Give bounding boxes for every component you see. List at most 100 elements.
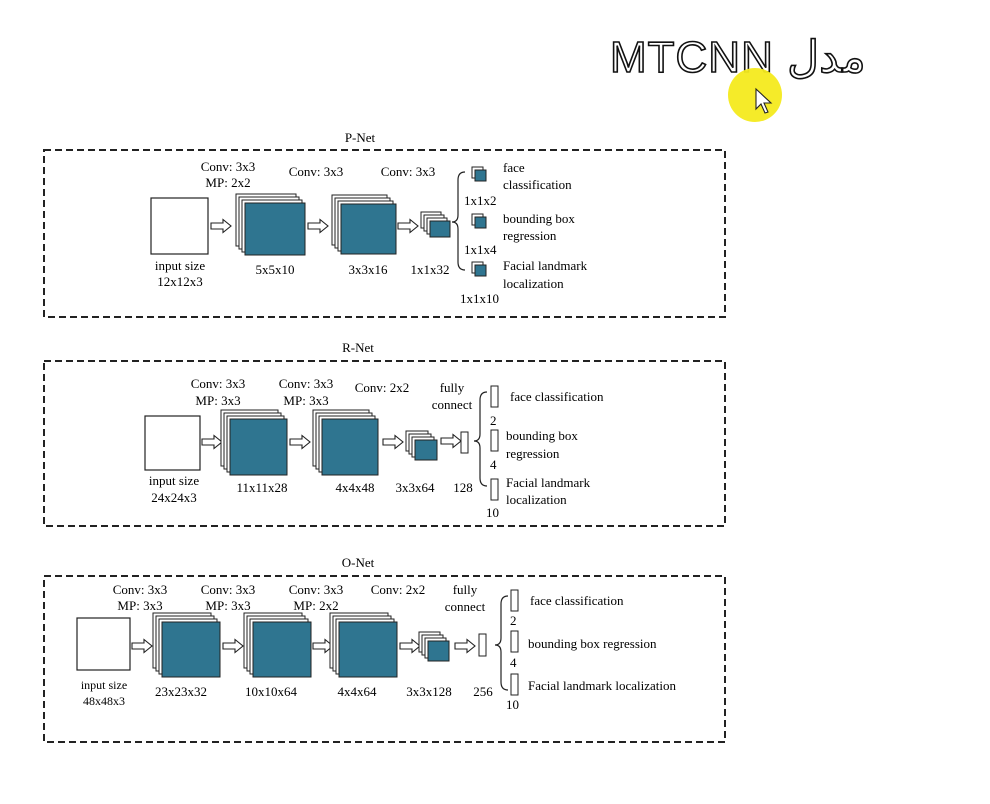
onet-border (43, 575, 726, 743)
onet-tensor-3 (329, 612, 398, 678)
pnet-op-3: Conv: 3x3 (381, 164, 436, 179)
pnet-output-cube-2 (471, 213, 487, 229)
onet-tensor-2 (243, 612, 312, 678)
pnet-op-2: Conv: 3x3 (289, 164, 344, 179)
rnet-op-4-line-1: fully (440, 380, 465, 395)
pnet-input-label: input size (155, 258, 205, 273)
rnet-fc-vector (460, 431, 469, 454)
rnet-tensor-3 (405, 430, 438, 461)
rnet-op-2-line-1: Conv: 3x3 (279, 376, 334, 391)
rnet-input-label: input size (149, 473, 199, 488)
rnet-arrow-2 (289, 434, 311, 450)
onet-panel: O-Net input size 48x48x3 Conv: 3x3 MP: 3… (43, 555, 726, 743)
pnet-output-2-line-2: regression (503, 228, 557, 243)
rnet-tensor-1 (220, 409, 288, 476)
onet-op-1-line-1: Conv: 3x3 (113, 582, 168, 597)
pnet-op-1-line-2: MP: 2x2 (205, 175, 250, 190)
pnet-output-3-dim: 1x1x10 (460, 291, 499, 306)
onet-op-3-line-1: Conv: 3x3 (289, 582, 344, 597)
pnet-output-1-dim: 1x1x2 (464, 193, 497, 208)
pnet-op-1-line-1: Conv: 3x3 (201, 159, 256, 174)
onet-arrow-1 (131, 638, 153, 654)
pnet-title: P-Net (345, 130, 376, 145)
onet-size-2: 10x10x64 (245, 684, 298, 699)
rnet-output-vector-2 (490, 429, 499, 452)
rnet-output-3-line-1: Facial landmark (506, 475, 591, 490)
rnet-op-3: Conv: 2x2 (355, 380, 410, 395)
rnet-output-2-line-2: regression (506, 446, 560, 461)
onet-op-2-line-2: MP: 3x3 (205, 598, 250, 613)
onet-op-4: Conv: 2x2 (371, 582, 426, 597)
onet-op-1-line-2: MP: 3x3 (117, 598, 162, 613)
rnet-tensor-2 (312, 409, 379, 476)
rnet-title: R-Net (342, 340, 374, 355)
rnet-output-3-dim: 10 (486, 505, 499, 520)
pnet-output-3-line-2: localization (503, 276, 564, 291)
rnet-border (43, 360, 726, 527)
pnet-brace (451, 171, 466, 271)
pnet-output-cube-3 (471, 261, 487, 277)
onet-output-2-dim: 4 (510, 655, 517, 670)
rnet-arrow-3 (382, 434, 404, 450)
onet-arrow-2 (222, 638, 244, 654)
onet-input-box (76, 617, 131, 671)
onet-size-1: 23x23x32 (155, 684, 207, 699)
onet-op-5-line-2: connect (445, 599, 486, 614)
onet-input-size: 48x48x3 (83, 694, 125, 708)
onet-output-2-label: bounding box regression (528, 636, 657, 651)
onet-tensor-4 (418, 631, 450, 662)
rnet-output-1-dim: 2 (490, 413, 497, 428)
pnet-size-3: 1x1x32 (411, 262, 450, 277)
pnet-tensor-2 (331, 194, 397, 255)
onet-fc-vector (478, 633, 487, 657)
rnet-output-1-label: face classification (510, 389, 604, 404)
pnet-size-2: 3x3x16 (349, 262, 389, 277)
onet-output-vector-2 (510, 630, 519, 653)
rnet-output-vector-3 (490, 478, 499, 501)
rnet-output-2-line-1: bounding box (506, 428, 578, 443)
rnet-brace (473, 391, 488, 487)
rnet-input-box (144, 415, 201, 471)
pnet-arrow-1 (210, 218, 232, 234)
mouse-pointer-icon (755, 87, 773, 114)
pnet-arrow-2 (307, 218, 329, 234)
onet-size-5: 256 (473, 684, 493, 699)
pnet-output-2-line-1: bounding box (503, 211, 575, 226)
pnet-input-size: 12x12x3 (157, 274, 203, 289)
rnet-op-2-line-2: MP: 3x3 (283, 393, 328, 408)
pnet-output-cube-1 (471, 166, 487, 182)
rnet-input-size: 24x24x3 (151, 490, 197, 505)
pnet-size-1: 5x5x10 (256, 262, 295, 277)
pnet-panel: P-Net input size 12x12x3 Conv: 3x3 MP: 2… (43, 130, 726, 318)
onet-output-vector-3 (510, 673, 519, 696)
cursor-highlight (728, 68, 782, 122)
onet-title: O-Net (342, 555, 375, 570)
rnet-size-4: 128 (453, 480, 473, 495)
rnet-op-1-line-1: Conv: 3x3 (191, 376, 246, 391)
pnet-output-1-line-2: classification (503, 177, 572, 192)
rnet-op-4-line-2: connect (432, 397, 473, 412)
onet-tensor-1 (152, 612, 221, 678)
onet-input-label: input size (81, 678, 127, 692)
pnet-output-2-dim: 1x1x4 (464, 242, 497, 257)
slide-title: MTCNN مدل (609, 32, 866, 83)
rnet-arrow-4 (440, 433, 462, 449)
rnet-size-1: 11x11x28 (236, 480, 287, 495)
rnet-output-3-line-2: localization (506, 492, 567, 507)
rnet-output-vector-1 (490, 385, 499, 408)
onet-size-4: 3x3x128 (406, 684, 452, 699)
pnet-tensor-3 (420, 211, 451, 238)
onet-output-1-label: face classification (530, 593, 624, 608)
onet-size-3: 4x4x64 (338, 684, 378, 699)
pnet-tensor-1 (235, 193, 306, 256)
onet-arrow-5 (454, 638, 476, 654)
rnet-output-2-dim: 4 (490, 457, 497, 472)
onet-op-5-line-1: fully (453, 582, 478, 597)
onet-output-1-dim: 2 (510, 613, 517, 628)
onet-arrow-4 (399, 638, 421, 654)
rnet-arrow-1 (201, 434, 223, 450)
onet-op-3-line-2: MP: 2x2 (293, 598, 338, 613)
onet-op-2-line-1: Conv: 3x3 (201, 582, 256, 597)
pnet-input-box (150, 197, 209, 255)
